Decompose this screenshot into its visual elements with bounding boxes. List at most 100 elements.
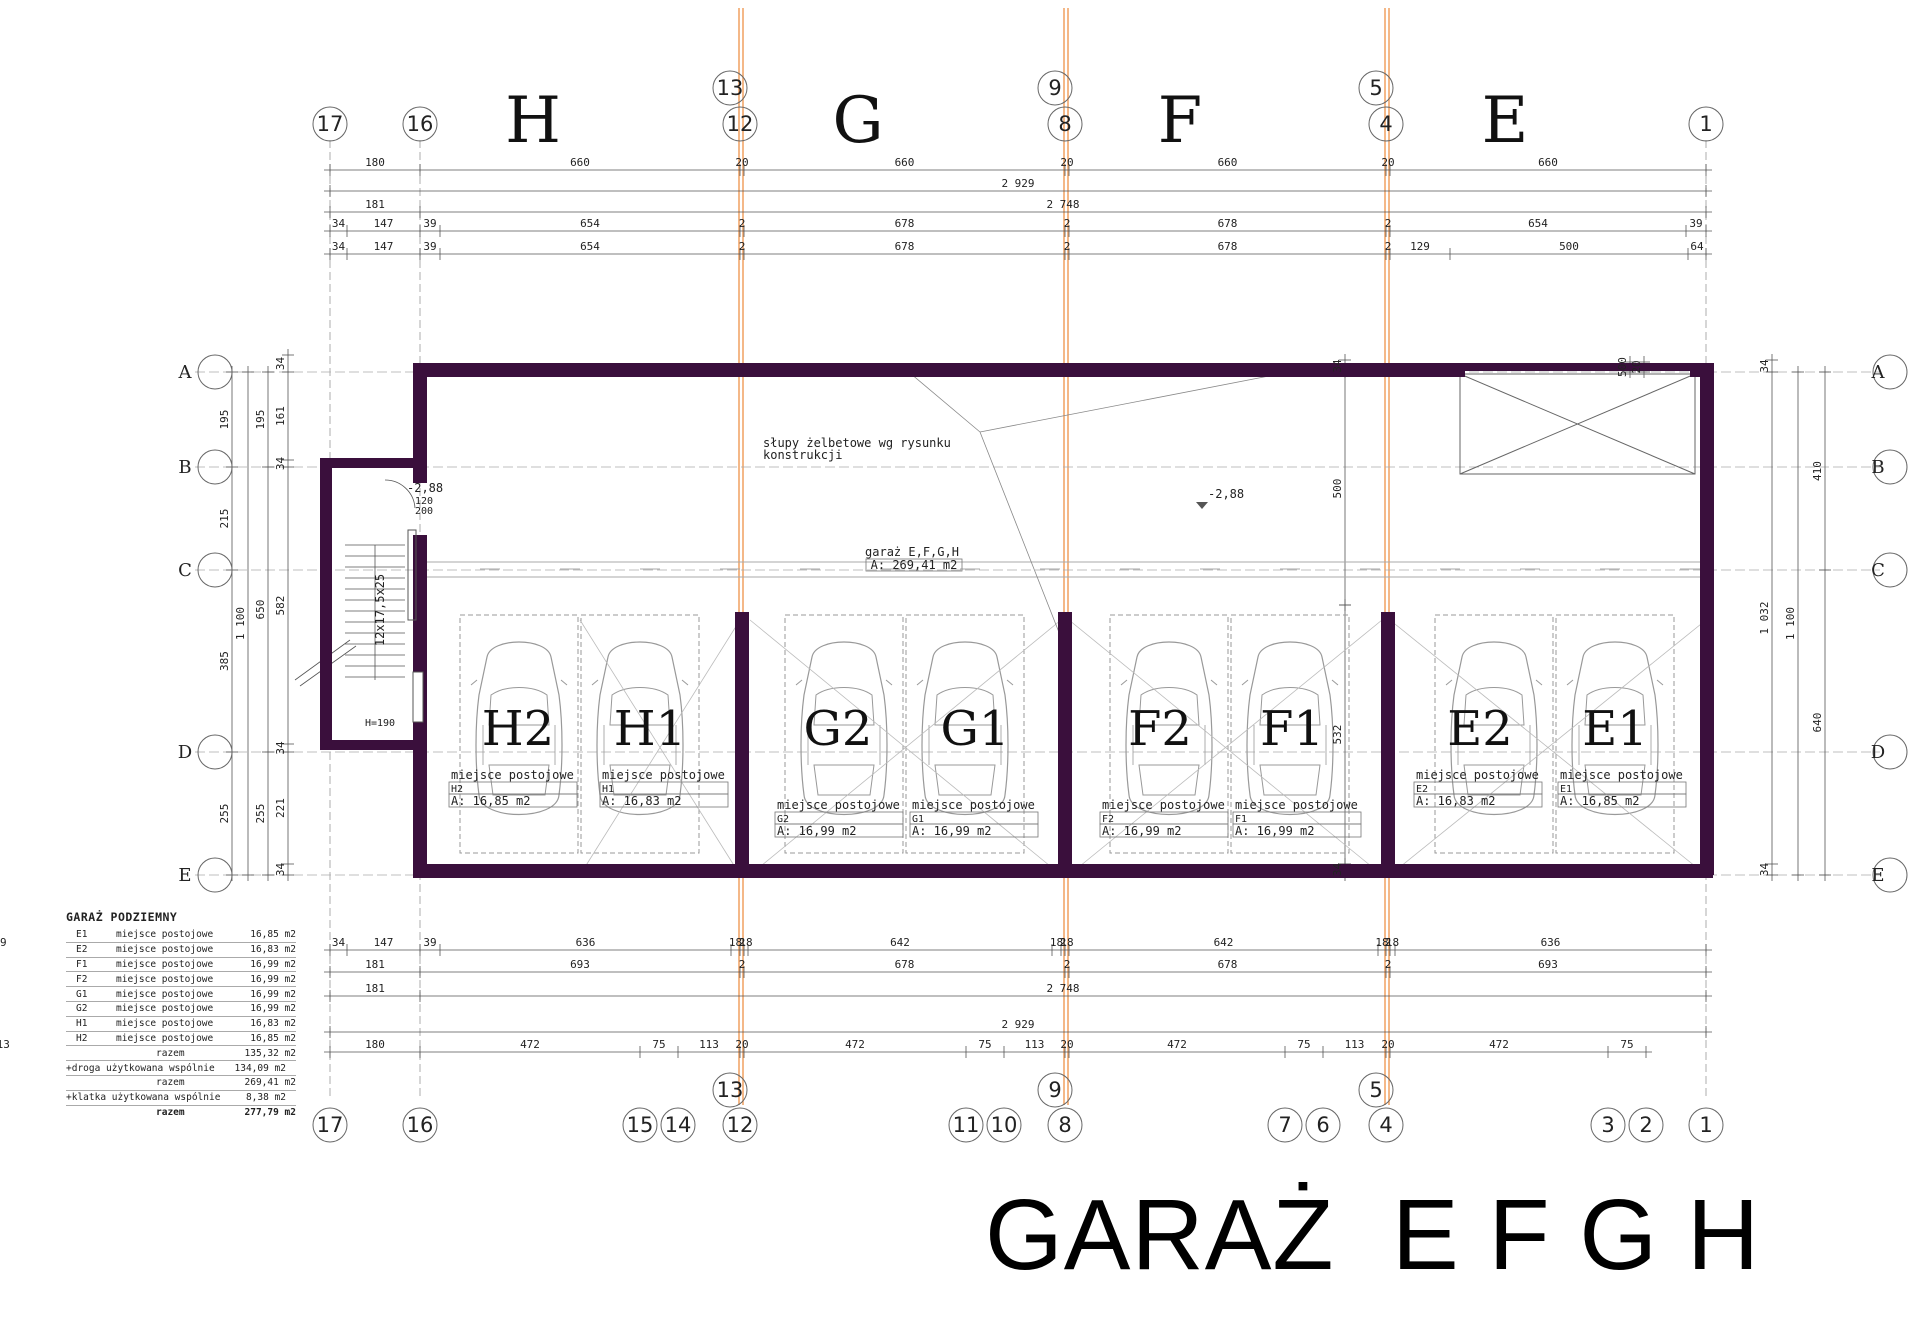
axis-top-lower-bubble	[722, 106, 758, 142]
dim-bottom-5-label: 472	[1489, 1038, 1509, 1051]
dim-bottom-1-label: 642	[890, 936, 910, 949]
area-row-road: +droga użytkowana wspólnie 134,09 m2	[66, 1061, 296, 1076]
area-name: miejsce postojowe	[116, 973, 214, 985]
axis-bottom-lower-bubble	[1368, 1107, 1404, 1143]
row-axis-bubble-right	[1872, 857, 1908, 893]
axis-bottom-lower: 11	[953, 1113, 980, 1137]
dim-bottom-3-label: 2 748	[1046, 982, 1079, 995]
sum1-label: razem	[156, 1047, 185, 1059]
space-tag-code: E2	[1416, 784, 1428, 795]
space-tag-code: G1	[912, 814, 924, 825]
space-tag-box	[909, 823, 1039, 838]
row-axis-bubble-right	[1872, 552, 1908, 588]
axis-top-lower: 16	[407, 112, 434, 136]
dim-top-4-label: 34	[332, 217, 346, 230]
space-tag-code: G2	[777, 814, 789, 825]
dim-int-2-label: 500	[1331, 479, 1344, 499]
wall-segment	[413, 363, 1713, 371]
space-tag-code: H2	[451, 784, 463, 795]
ramp-cross	[1459, 373, 1696, 475]
area-name: miejsce postojowe	[116, 988, 214, 1000]
axis-bottom-lower: 15	[627, 1113, 654, 1137]
axis-bottom-lower: 17	[317, 1113, 344, 1137]
leader-line	[903, 367, 981, 433]
row-axis-left-C: C	[178, 560, 192, 581]
dim-bottom-3-label: 181	[365, 982, 385, 995]
axis-top-upper: 13	[717, 76, 744, 100]
space-tag-box	[1557, 793, 1687, 808]
parking-space-outline	[459, 614, 579, 854]
dim-bottom-1-label: 18	[1060, 936, 1073, 949]
stair-value: 8,38 m2	[245, 1092, 286, 1104]
axis-top-lower-bubble	[1368, 106, 1404, 142]
stair-height: H=190	[365, 718, 395, 729]
dim-int-4-label: 34	[1331, 863, 1344, 877]
dim-top-4-label: 654	[1528, 217, 1548, 230]
axis-bottom-upper: 9	[1048, 1078, 1061, 1102]
space-code-F1: F1	[1260, 701, 1324, 757]
dim-top-3-label: 2 748	[1046, 198, 1079, 211]
zone-area-box	[865, 558, 963, 572]
area-code: G1	[76, 988, 88, 1000]
space-area: A: 16,99 m2	[1235, 824, 1314, 838]
axis-top-upper-bubble	[712, 70, 748, 106]
space-tag-box	[1413, 793, 1543, 808]
area-value: 16,99 m2	[250, 1003, 296, 1015]
leader-line	[979, 431, 1063, 641]
road-label: +droga użytkowana wspólnie	[66, 1062, 215, 1074]
area-row-sum1: razem 135,32 m2	[66, 1046, 296, 1062]
dim-top-5-label: 678	[1218, 240, 1238, 253]
space-code-G1: G1	[941, 701, 1010, 757]
dim-right-inner-label: 34	[1758, 359, 1771, 373]
parking-space-outline	[1109, 614, 1229, 854]
dim-bottom-5-label: 20	[1060, 1038, 1073, 1051]
space-area: A: 16,99 m2	[912, 824, 991, 838]
space-type: miejsce postojowe	[912, 798, 1035, 812]
axis-top-lower: 8	[1058, 112, 1071, 136]
dim-left-inner-label: 34	[274, 457, 287, 471]
area-name: miejsce postojowe	[116, 1032, 214, 1044]
area-code: H1	[76, 1018, 88, 1030]
ramp-outline	[1459, 373, 1696, 475]
row-axis-bubble-left	[197, 449, 233, 485]
axis-bottom-lower-bubble	[660, 1107, 696, 1143]
dim-bottom-1-label: 34	[332, 936, 346, 949]
dim-bottom-1-label: 642	[1214, 936, 1234, 949]
space-tag-code: F2	[1102, 814, 1114, 825]
dim-bottom-1-label: 636	[1541, 936, 1561, 949]
area-name: miejsce postojowe	[116, 958, 214, 970]
row-axis-left-E: E	[178, 865, 191, 886]
dim-bottom-5-label: 472	[845, 1038, 865, 1051]
parking-space-outline	[1555, 614, 1675, 854]
row-axis-bubble-left	[197, 857, 233, 893]
dim-int-3-label: 532	[1331, 725, 1344, 745]
leader-line	[979, 369, 1301, 433]
section-letter-G: G	[832, 84, 883, 158]
parking-space-outline	[1434, 614, 1554, 854]
dim-bottom-2-label: 181	[365, 958, 385, 971]
area-code: G2	[76, 1003, 88, 1015]
row-axis-bubble-left	[197, 734, 233, 770]
dim-bottom-2-label: 2	[1064, 958, 1071, 971]
door-frame	[407, 529, 417, 621]
area-code: F2	[76, 973, 88, 985]
dim-bottom-1-label: 39	[423, 936, 436, 949]
parking-space-outline	[784, 614, 904, 854]
area-name: miejsce postojowe	[116, 1003, 214, 1015]
area-name: miejsce postojowe	[116, 944, 214, 956]
axis-top-lower: 17	[317, 112, 344, 136]
wall-segment	[1381, 612, 1395, 878]
dim-bottom-5-label: 20	[735, 1038, 748, 1051]
space-area: A: 16,83 m2	[1416, 794, 1495, 808]
axis-bottom-lower-bubble	[722, 1107, 758, 1143]
door-swing	[384, 479, 416, 509]
axis-top-lower: 1	[1699, 112, 1712, 136]
axis-bottom-upper-bubble	[1358, 1072, 1394, 1108]
row-axis-bubble-right	[1872, 734, 1908, 770]
total-label: razem	[156, 1106, 185, 1118]
area-code: E1	[76, 929, 88, 941]
axis-bottom-upper-bubble	[712, 1072, 748, 1108]
